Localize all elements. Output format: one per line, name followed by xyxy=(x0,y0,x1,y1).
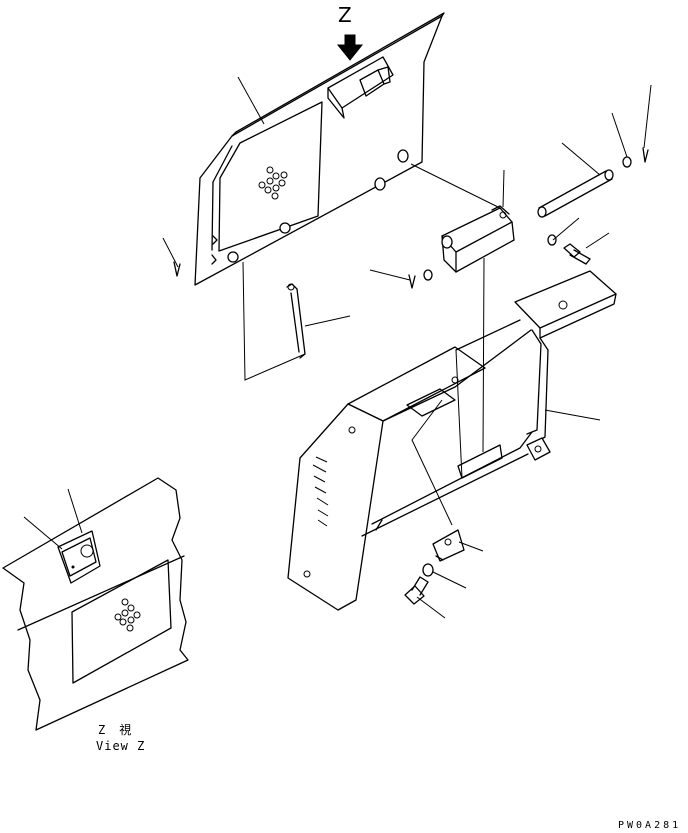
bolt-right xyxy=(563,243,591,265)
view-marker-label: Z xyxy=(338,3,352,27)
view-caption-en: View Z xyxy=(96,739,145,753)
drawing-code: PW0A281 xyxy=(618,820,681,831)
main-cover xyxy=(287,319,533,611)
hinge xyxy=(441,205,515,273)
upper-panel xyxy=(194,12,445,286)
bolt-lower xyxy=(404,576,429,605)
washer-lower xyxy=(422,563,434,577)
support-rod xyxy=(242,261,306,381)
cotter-pin-top xyxy=(642,147,649,163)
washer-mid xyxy=(547,234,557,246)
cotter-pin-upper-left xyxy=(173,261,181,277)
view-z-detail xyxy=(2,477,189,731)
lower-bracket xyxy=(432,529,465,562)
washer-top xyxy=(622,156,632,168)
decal-cluster-small-icon xyxy=(114,598,141,632)
view-caption-jp: Z 視 xyxy=(98,722,132,737)
washer-left xyxy=(423,269,433,281)
decal-cluster-icon xyxy=(258,166,288,200)
view-arrow-icon xyxy=(336,34,364,61)
hinge-pin xyxy=(537,169,614,218)
bracket-plate xyxy=(514,270,617,461)
cotter-pin-left xyxy=(408,274,416,289)
leader-lines xyxy=(162,76,652,619)
